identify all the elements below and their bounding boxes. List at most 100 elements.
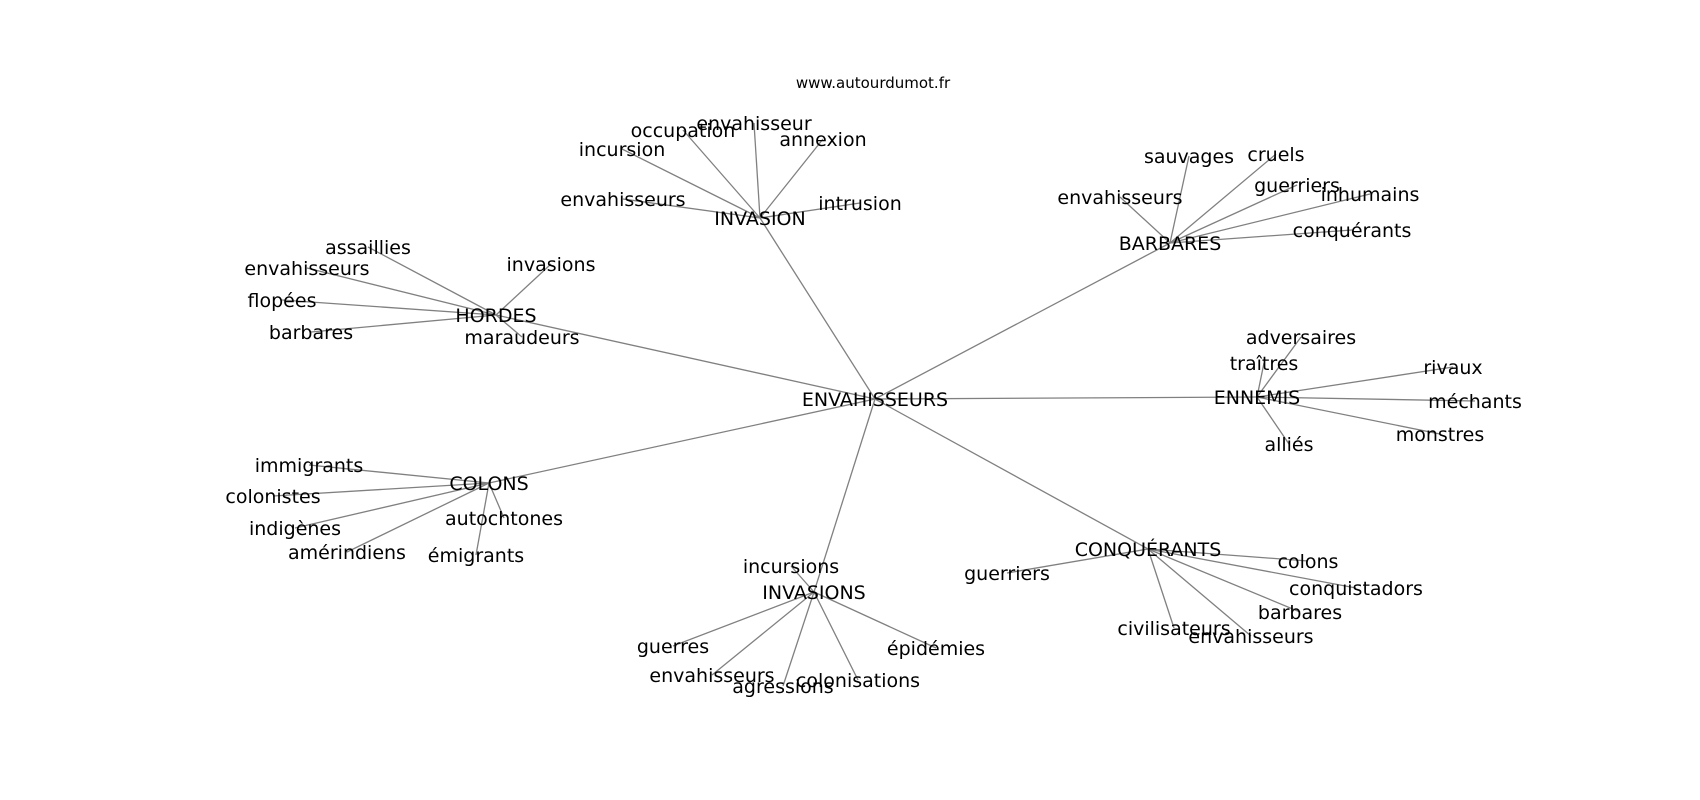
- edge-conquérants-0: [1006, 548, 1149, 574]
- word-node[interactable]: immigrants: [255, 455, 363, 477]
- cluster-node[interactable]: INVASION: [714, 208, 805, 230]
- edge-hordes-5: [495, 314, 523, 338]
- edge-invasion-3: [621, 148, 761, 219]
- edge-hordes-4: [495, 263, 552, 316]
- edge-conquérants-4: [1147, 548, 1252, 637]
- word-node[interactable]: envahisseurs: [649, 665, 774, 687]
- edge-ennemis-1: [1256, 362, 1265, 398]
- word-node[interactable]: adversaires: [1246, 327, 1356, 349]
- edge-invasions-4: [782, 591, 815, 687]
- edge-barbares-3: [1169, 193, 1371, 244]
- edge-ennemis-4: [1256, 396, 1441, 435]
- edge-invasion-5: [759, 202, 861, 219]
- word-node[interactable]: civilisateurs: [1117, 618, 1230, 640]
- edge-center-conquérants: [874, 398, 1149, 550]
- word-node[interactable]: barbares: [269, 322, 353, 344]
- word-node[interactable]: colonistes: [225, 486, 320, 508]
- edge-colons-0: [308, 464, 490, 484]
- word-node[interactable]: incursions: [743, 556, 839, 578]
- word-node[interactable]: agressions: [732, 676, 833, 698]
- word-node[interactable]: incursion: [579, 139, 665, 161]
- edge-invasions-3: [711, 591, 815, 676]
- edge-colons-3: [346, 482, 490, 553]
- cluster-node[interactable]: HORDES: [455, 305, 536, 327]
- edge-hordes-2: [281, 299, 497, 316]
- cluster-node[interactable]: BARBARES: [1119, 233, 1222, 255]
- word-node[interactable]: inhumains: [1321, 184, 1420, 206]
- edge-ennemis-5: [1256, 396, 1290, 445]
- edge-center-hordes: [495, 314, 876, 400]
- edge-conquérants-3: [1147, 548, 1301, 613]
- word-node[interactable]: intrusion: [818, 193, 901, 215]
- edge-conquérants-2: [1147, 548, 1357, 589]
- edge-invasion-0: [682, 129, 761, 219]
- word-node[interactable]: rivaux: [1423, 357, 1482, 379]
- edge-colons-5: [475, 482, 490, 556]
- word-node[interactable]: autochtones: [445, 508, 563, 530]
- graph-labels: www.autourdumot.fr occupationenvahisseur…: [225, 74, 1521, 698]
- center-node[interactable]: ENVAHISSEURS: [802, 389, 948, 411]
- cluster-node[interactable]: CONQUÉRANTS: [1075, 538, 1222, 561]
- word-node[interactable]: indigènes: [249, 518, 341, 540]
- graph-edges: [272, 122, 1476, 687]
- edge-center-invasion: [759, 217, 876, 400]
- word-node[interactable]: occupation: [631, 120, 736, 142]
- word-node[interactable]: guerriers: [1254, 175, 1340, 197]
- edge-center-colons: [488, 398, 876, 484]
- edge-colons-4: [488, 482, 505, 519]
- edge-barbares-5: [1169, 229, 1353, 244]
- edge-invasion-4: [622, 198, 761, 219]
- word-node[interactable]: colons: [1278, 551, 1339, 573]
- edge-colons-2: [294, 482, 490, 529]
- word-node[interactable]: envahisseur: [696, 113, 811, 135]
- word-node[interactable]: épidémies: [887, 638, 985, 660]
- edge-center-invasions: [813, 398, 876, 593]
- edge-ennemis-3: [1256, 396, 1476, 402]
- word-node[interactable]: colonisations: [796, 670, 920, 692]
- cluster-node[interactable]: INVASIONS: [762, 582, 866, 604]
- word-node[interactable]: annexion: [779, 129, 866, 151]
- word-node[interactable]: sauvages: [1144, 146, 1234, 168]
- edge-barbares-1: [1169, 153, 1277, 244]
- word-node[interactable]: guerriers: [964, 563, 1050, 585]
- word-node[interactable]: alliés: [1264, 434, 1313, 456]
- word-node[interactable]: guerres: [637, 636, 709, 658]
- edge-ennemis-0: [1256, 336, 1302, 398]
- word-node[interactable]: envahisseurs: [244, 258, 369, 280]
- edge-hordes-1: [306, 267, 497, 316]
- edge-invasions-1: [672, 591, 815, 647]
- edge-barbares-0: [1169, 155, 1190, 244]
- word-node[interactable]: amérindiens: [288, 542, 406, 564]
- cluster-node[interactable]: ENNEMIS: [1214, 387, 1301, 409]
- website-label[interactable]: www.autourdumot.fr: [796, 74, 951, 92]
- word-node[interactable]: envahisseurs: [1188, 626, 1313, 648]
- word-node[interactable]: assaillies: [325, 237, 411, 259]
- cluster-node[interactable]: COLONS: [449, 473, 528, 495]
- word-node[interactable]: flopées: [248, 290, 317, 312]
- edge-colons-1: [272, 482, 490, 497]
- word-node[interactable]: monstres: [1396, 424, 1485, 446]
- word-node[interactable]: cruels: [1247, 144, 1304, 166]
- word-node[interactable]: envahisseurs: [560, 189, 685, 211]
- word-node[interactable]: conquérants: [1293, 220, 1412, 242]
- word-node[interactable]: émigrants: [428, 545, 524, 567]
- word-node[interactable]: traîtres: [1230, 353, 1299, 375]
- word-node[interactable]: maraudeurs: [464, 327, 579, 349]
- edge-hordes-3: [310, 314, 497, 333]
- edge-center-barbares: [874, 242, 1171, 400]
- edge-center-ennemis: [874, 396, 1258, 400]
- edge-barbares-2: [1169, 184, 1298, 244]
- edge-invasions-5: [813, 591, 859, 681]
- word-node[interactable]: méchants: [1428, 391, 1522, 413]
- edge-invasion-2: [759, 138, 824, 219]
- edge-conquérants-5: [1147, 548, 1175, 629]
- word-node[interactable]: conquistadors: [1289, 578, 1423, 600]
- edge-hordes-0: [367, 246, 497, 316]
- edge-barbares-4: [1119, 196, 1171, 244]
- word-node[interactable]: barbares: [1258, 602, 1342, 624]
- edge-invasion-1: [753, 122, 761, 219]
- word-node[interactable]: envahisseurs: [1057, 187, 1182, 209]
- edge-invasions-0: [790, 565, 815, 593]
- word-node[interactable]: invasions: [507, 254, 596, 276]
